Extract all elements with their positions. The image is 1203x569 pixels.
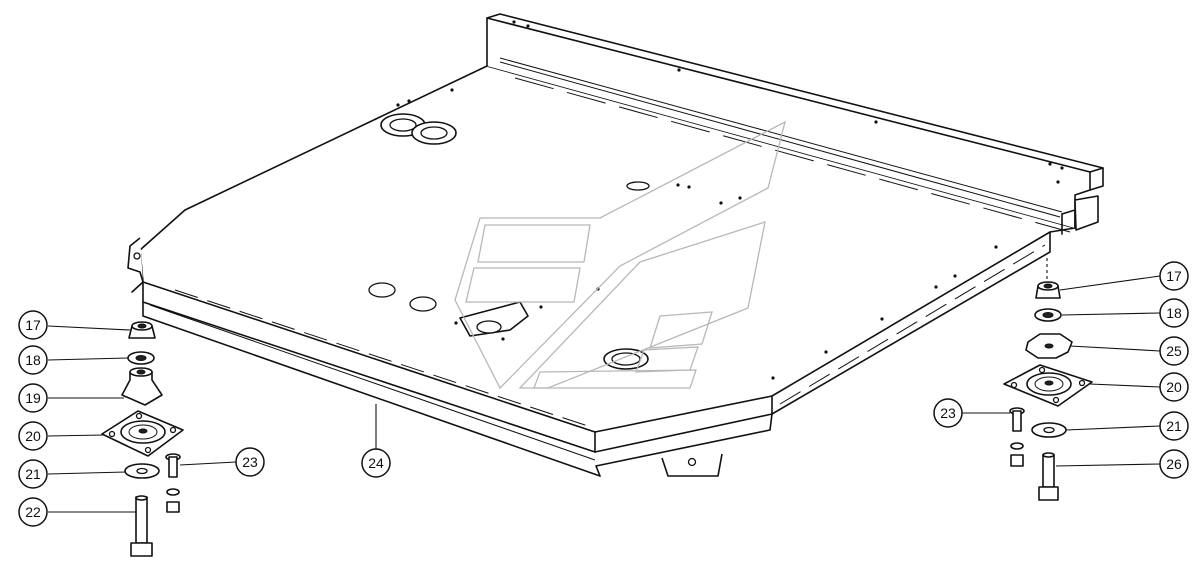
svg-text:21: 21: [1166, 418, 1182, 434]
svg-text:19: 19: [25, 390, 41, 406]
leader-lines: [47, 275, 1161, 513]
svg-text:25: 25: [1166, 343, 1182, 359]
plate-features: [368, 20, 1064, 380]
callout-17-left: 17: [18, 310, 48, 340]
callout-23-left: 23: [235, 447, 265, 477]
svg-text:23: 23: [940, 405, 956, 421]
callout-19-left: 19: [18, 383, 48, 413]
callout-26-right: 26: [1159, 449, 1189, 479]
callout-18-left: 18: [18, 345, 48, 375]
callout-21-right: 21: [1159, 411, 1189, 441]
svg-text:21: 21: [25, 466, 41, 482]
callout-20-left: 20: [18, 421, 48, 451]
svg-text:17: 17: [25, 317, 41, 333]
svg-text:24: 24: [368, 455, 384, 471]
callout-22-left: 22: [18, 497, 48, 527]
callout-25-right: 25: [1159, 336, 1189, 366]
svg-text:20: 20: [1166, 379, 1182, 395]
svg-text:22: 22: [25, 504, 41, 520]
svg-text:17: 17: [1166, 268, 1182, 284]
callout-17-right: 17: [1159, 261, 1189, 291]
svg-text:26: 26: [1166, 456, 1182, 472]
callout-23-right: 23: [933, 398, 963, 428]
svg-text:23: 23: [242, 454, 258, 470]
svg-text:18: 18: [1166, 305, 1182, 321]
svg-text:20: 20: [25, 428, 41, 444]
floor-plate: [127, 13, 1104, 477]
callout-24-center: 24: [361, 448, 391, 478]
left-mount-stack: [101, 321, 184, 557]
callouts: 17 18 19 20 21 22 23 24: [18, 261, 1189, 527]
callout-20-right: 20: [1159, 372, 1189, 402]
svg-text:18: 18: [25, 352, 41, 368]
watermark-logo: [454, 120, 786, 390]
right-mount-stack: [1003, 258, 1093, 501]
callout-21-left: 21: [18, 459, 48, 489]
callout-18-right: 18: [1159, 298, 1189, 328]
